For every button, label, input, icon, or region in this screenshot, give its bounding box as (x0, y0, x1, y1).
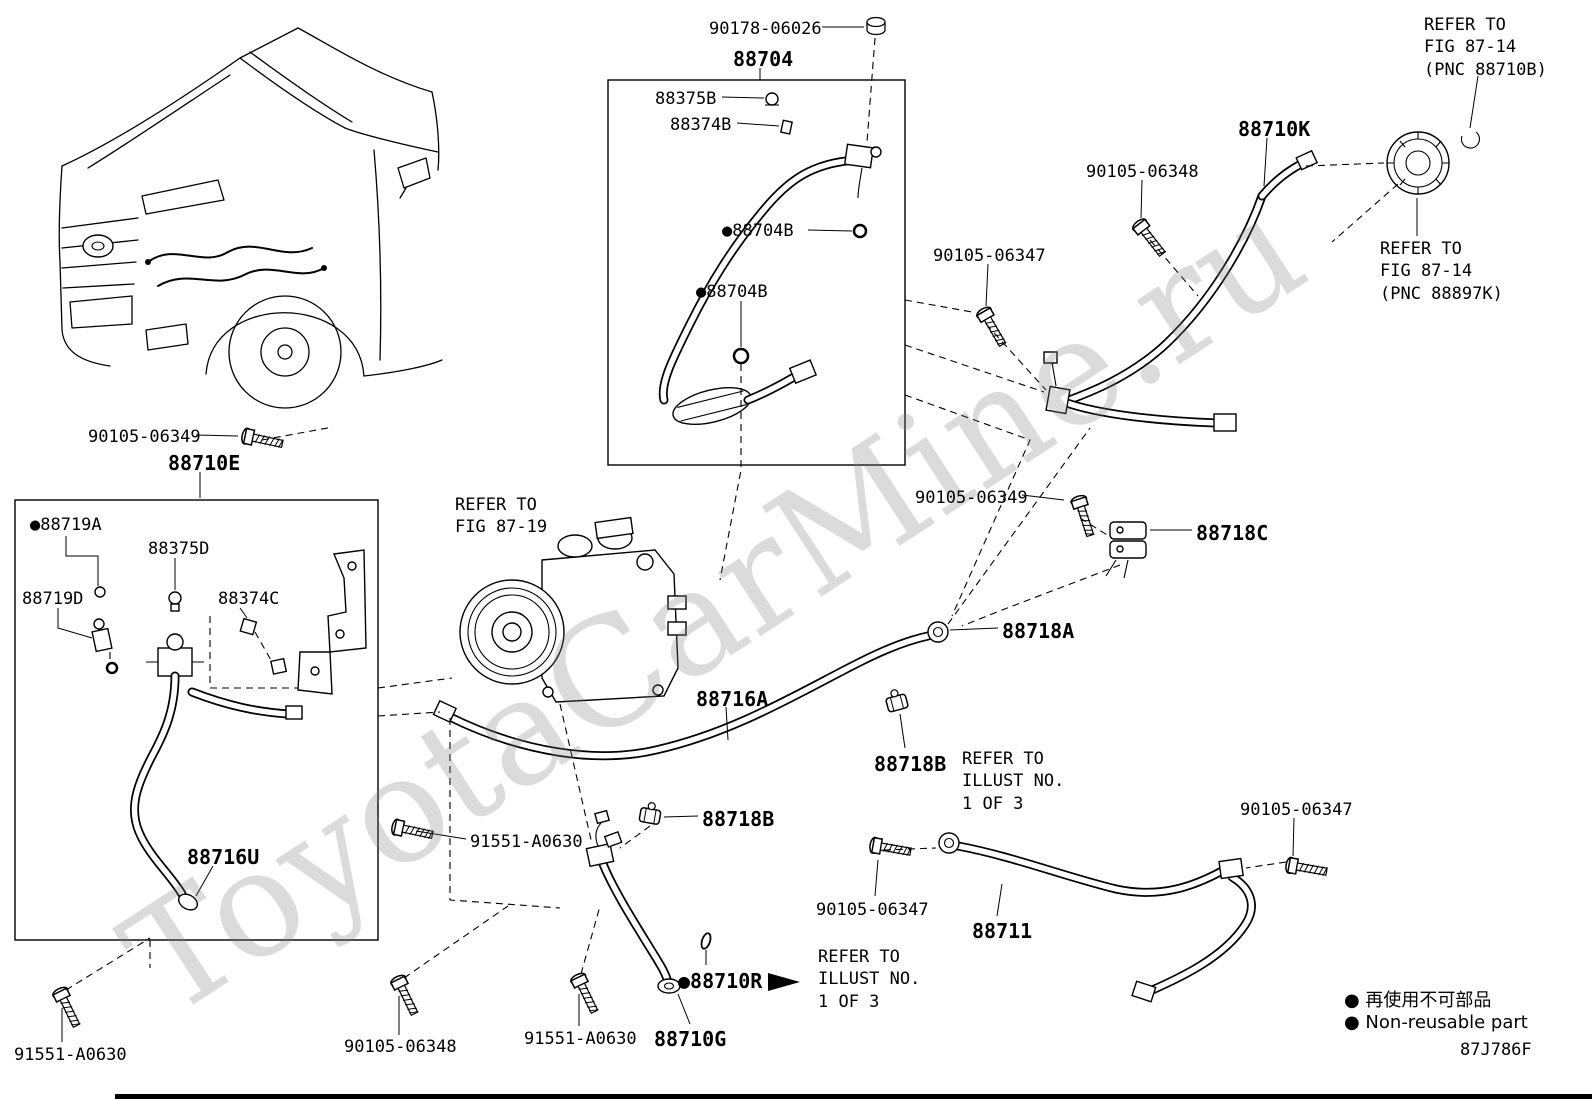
leader-lines (57, 26, 1479, 1042)
note-refer-illust-1: REFER TO ILLUST NO. 1 OF 3 (962, 749, 1065, 814)
diagram-code: 87J786F (1460, 1040, 1532, 1060)
label-90105-06347-3: 90105-06347 (816, 900, 929, 920)
label-88704: 88704 (733, 47, 794, 71)
grommet-ring (1386, 131, 1480, 195)
label-90105-06348-1: 90105-06348 (1086, 162, 1199, 182)
label-88718B-1: 88718B (874, 752, 947, 776)
pointer-arrow (768, 973, 800, 991)
note-refer-fig8714-right: REFER TO FIG 87-14 (PNC 88897K) (1380, 239, 1503, 304)
label-88704B-2: ●88704B (696, 282, 768, 302)
note-refer-fig8714-top: REFER TO FIG 87-14 (PNC 88710B) (1424, 15, 1547, 80)
bottom-border (115, 1094, 1592, 1099)
label-88711: 88711 (972, 919, 1033, 943)
pipe-88710G (585, 809, 681, 994)
dashed-lines (65, 37, 1399, 991)
label-88710E: 88710E (168, 451, 241, 475)
label-88710K: 88710K (1238, 117, 1311, 141)
label-88374B: 88374B (670, 115, 732, 135)
detail-box-88710E (14, 499, 379, 941)
label-88704B-1: ●88704B (722, 221, 794, 241)
label-88718A: 88718A (1002, 619, 1075, 643)
label-88718C: 88718C (1196, 521, 1269, 545)
compressor (459, 516, 687, 703)
label-90178-06026: 90178-06026 (709, 19, 822, 39)
legend-non-reusable-en: ● Non-reusable part (1344, 1012, 1528, 1033)
label-88718B-2: 88718B (702, 807, 775, 831)
label-88716A: 88716A (696, 687, 769, 711)
vehicle-sketch (58, 27, 443, 409)
label-90105-06347-1: 90105-06347 (933, 246, 1046, 266)
pipe-88716A (432, 621, 949, 761)
note-refer-illust-2: REFER TO ILLUST NO. 1 OF 3 (818, 947, 921, 1012)
label-90105-06348-2: 90105-06348 (344, 1037, 457, 1057)
label-88719D: 88719D (22, 589, 84, 609)
label-88710G: 88710G (654, 1027, 727, 1051)
clamp-88718B-left (638, 800, 663, 826)
pipe-88711 (938, 832, 1256, 1003)
label-90105-06349-1: 90105-06349 (88, 427, 201, 447)
label-88716U: 88716U (187, 845, 260, 869)
label-91551-A0630-1: 91551-A0630 (470, 832, 583, 852)
clamp-88718C (1105, 521, 1147, 579)
clamp-88718B-right (883, 686, 910, 714)
label-88375B: 88375B (655, 89, 717, 109)
label-91551-A0630-2: 91551-A0630 (14, 1045, 127, 1065)
label-90105-06349-2: 90105-06349 (915, 488, 1028, 508)
label-91551-A0630-3: 91551-A0630 (524, 1029, 637, 1049)
label-90105-06347-2: 90105-06347 (1240, 800, 1353, 820)
clip-88710R (700, 932, 712, 950)
label-88719A: ●88719A (30, 515, 102, 535)
note-refer-fig8719: REFER TO FIG 87-19 (455, 495, 548, 538)
label-88375D: 88375D (148, 539, 210, 559)
label-88710R: ●88710R (678, 969, 763, 993)
detail-box-88704 (607, 79, 906, 466)
label-88374C: 88374C (218, 589, 280, 609)
legend-non-reusable-jp: ● 再使用不可部品 (1344, 990, 1492, 1011)
pipe-88710K (1043, 149, 1319, 432)
